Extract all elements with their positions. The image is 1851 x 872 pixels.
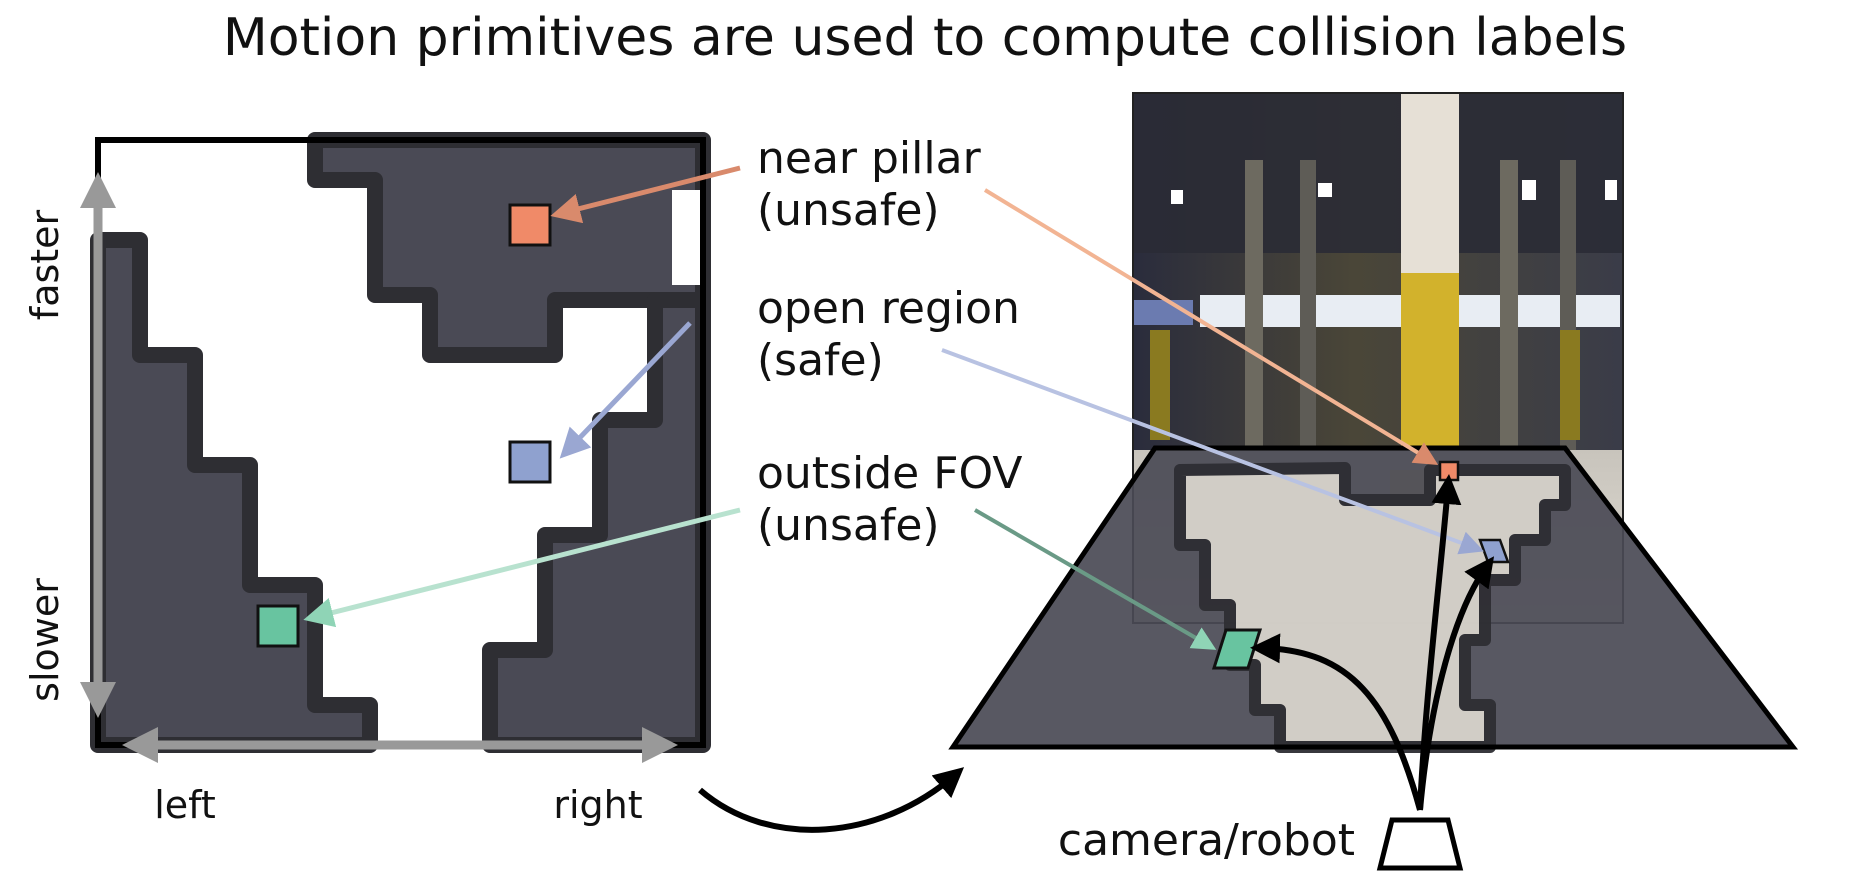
label-outside-fov-2: (unsafe) (757, 500, 940, 551)
axis-label-right: right (553, 783, 642, 827)
scene-3d (941, 92, 1799, 871)
pointer-outside-fov-3d (973, 508, 1217, 650)
camera-robot-icon (1376, 817, 1464, 871)
label-near-pillar-2: (unsafe) (757, 185, 940, 236)
sample-open-region (508, 440, 552, 484)
axis-label-faster: faster (23, 209, 67, 320)
label-near-pillar-1: near pillar (757, 133, 982, 184)
trajectory-right (1417, 556, 1495, 811)
marker-near-pillar-3d (1438, 460, 1460, 482)
label-open-region-1: open region (757, 283, 1020, 334)
transition-arrow (698, 767, 965, 833)
pointer-open-region-3d (941, 348, 1484, 555)
axis-label-left: left (154, 783, 216, 827)
marker-outside-fov-3d (1211, 628, 1263, 670)
pointer-open-region-left (559, 321, 692, 459)
pointer-near-pillar-left (550, 165, 741, 224)
sample-near-pillar (508, 203, 552, 247)
label-open-region-2: (safe) (757, 335, 884, 386)
figure-title: Motion primitives are used to compute co… (223, 8, 1627, 68)
pointer-outside-fov-left (303, 507, 741, 628)
axis-label-slower: slower (23, 578, 67, 702)
pointer-near-pillar-3d (983, 188, 1439, 465)
pillar (1401, 93, 1459, 273)
collision-map (80, 132, 711, 763)
trajectory-left (1250, 633, 1423, 811)
label-outside-fov-1: outside FOV (757, 448, 1022, 499)
sample-outside-fov (256, 604, 300, 648)
camera-robot-label: camera/robot (1058, 815, 1355, 866)
